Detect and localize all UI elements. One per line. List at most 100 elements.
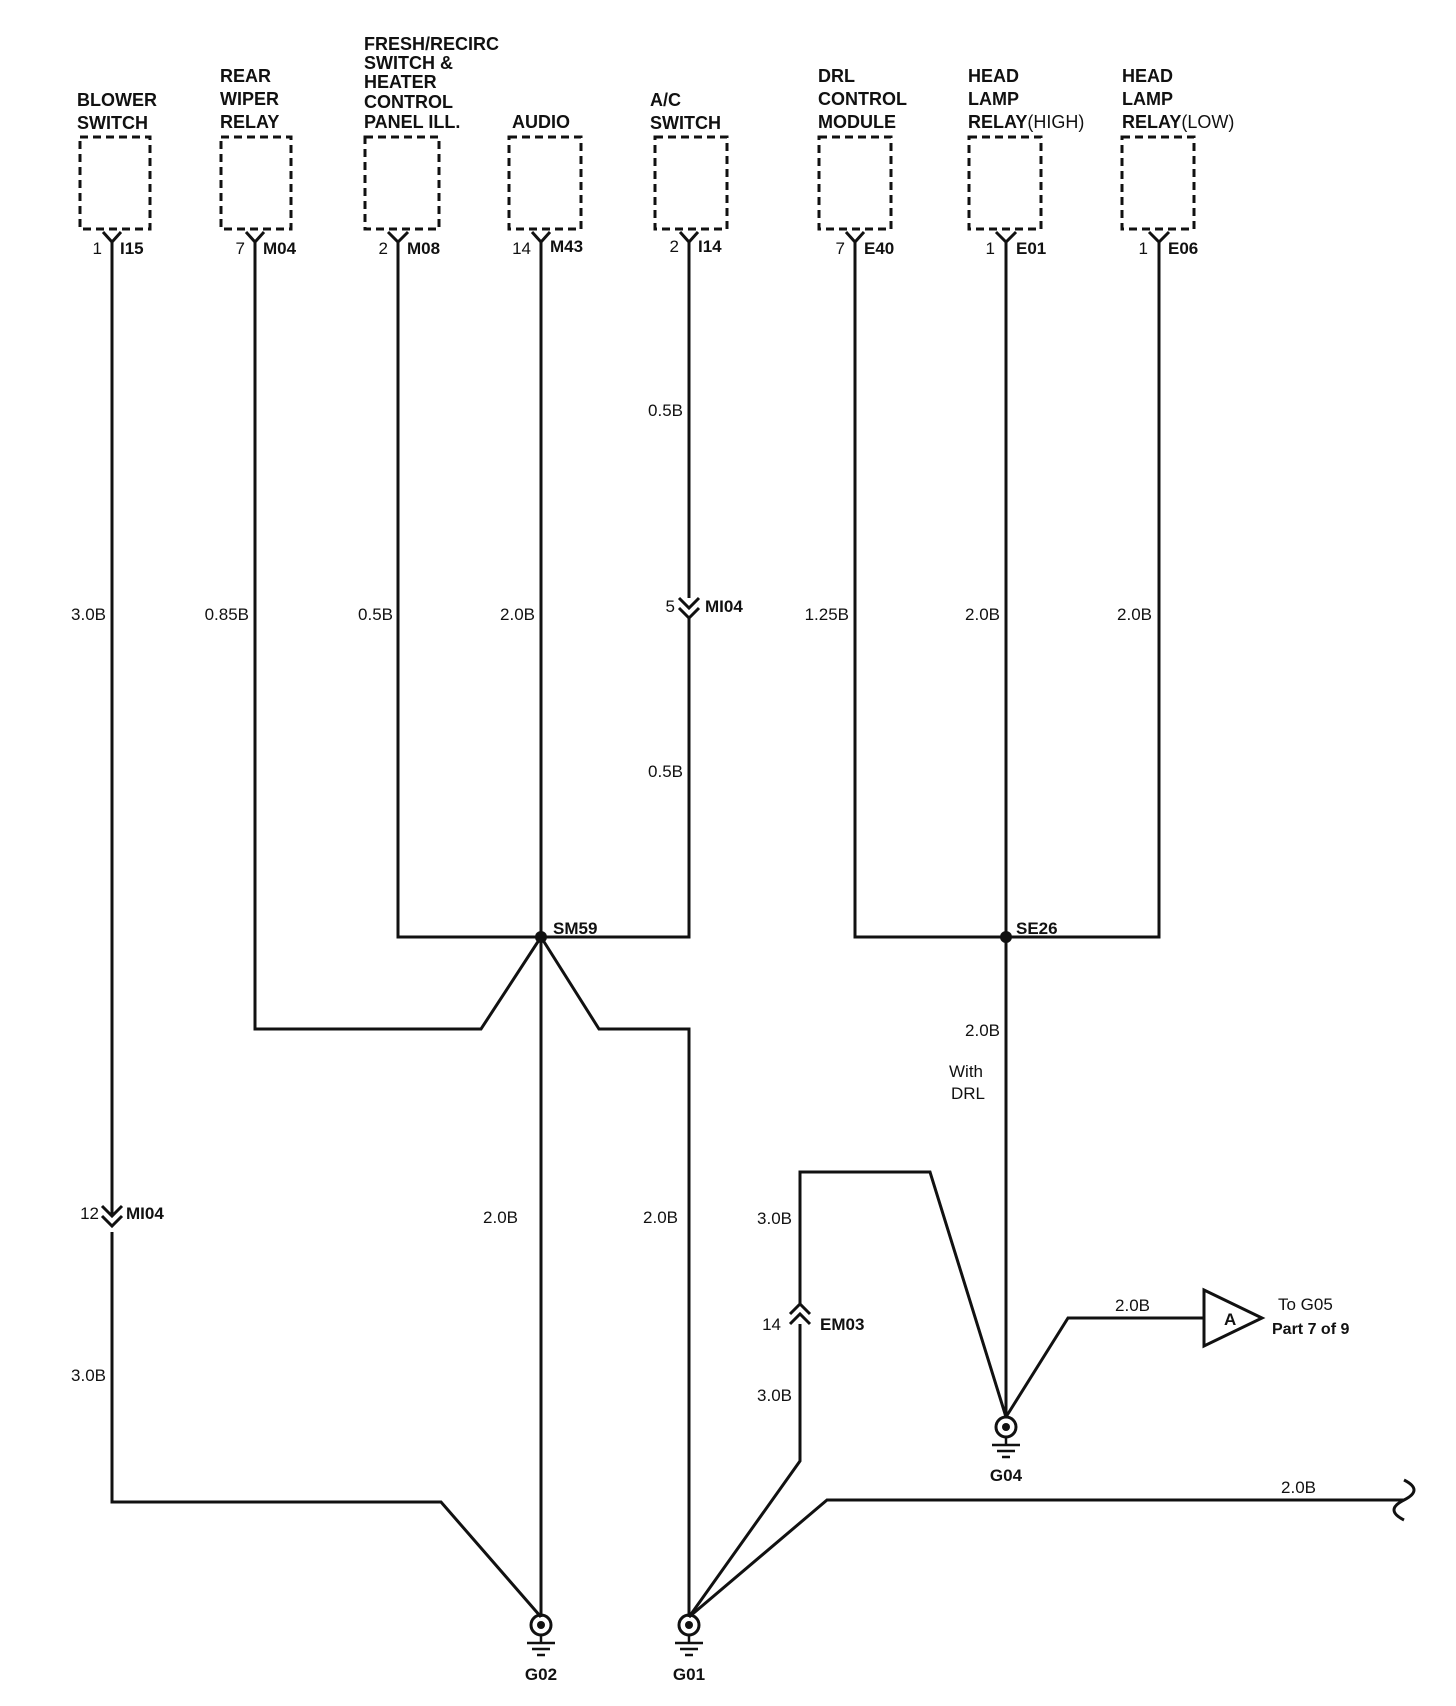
ground-g02 xyxy=(527,1613,555,1657)
svg-text:LAMP: LAMP xyxy=(1122,89,1173,109)
svg-text:With: With xyxy=(949,1062,983,1081)
svg-text:2.0B: 2.0B xyxy=(1281,1478,1316,1497)
audio-box xyxy=(507,135,583,231)
wire-sm59-to-g01 xyxy=(539,936,691,1617)
wire-g01-to-right xyxy=(688,1498,1404,1619)
svg-text:MI04: MI04 xyxy=(126,1204,164,1223)
svg-text:1: 1 xyxy=(93,239,102,258)
wire-fresh-recirc xyxy=(396,242,541,939)
inline-connector-em03 xyxy=(788,1301,812,1326)
svg-text:2.0B: 2.0B xyxy=(483,1208,518,1227)
svg-text:MODULE: MODULE xyxy=(818,112,896,132)
svg-text:WIPER: WIPER xyxy=(220,89,279,109)
wire-head-lamp-low xyxy=(1006,242,1161,939)
svg-text:M04: M04 xyxy=(263,239,297,258)
blower-switch-box xyxy=(78,135,152,231)
svg-text:3.0B: 3.0B xyxy=(757,1209,792,1228)
inline-connector-mi04-ac xyxy=(677,596,701,621)
blower-switch-label: BLOWER SWITCH xyxy=(77,90,157,133)
svg-text:2.0B: 2.0B xyxy=(643,1208,678,1227)
svg-text:SWITCH: SWITCH xyxy=(650,113,721,133)
svg-text:1: 1 xyxy=(986,239,995,258)
offpage-part-label: Part 7 of 9 xyxy=(1272,1321,1349,1338)
svg-text:1: 1 xyxy=(1139,239,1148,258)
svg-text:3.0B: 3.0B xyxy=(71,1366,106,1385)
ground-g02-label: G02 xyxy=(525,1665,557,1684)
with-drl-note: With DRL xyxy=(949,1062,985,1103)
audio-label: AUDIO xyxy=(512,112,570,132)
ac-switch-box xyxy=(653,135,729,231)
svg-text:0.5B: 0.5B xyxy=(358,605,393,624)
splice-sm59-label: SM59 xyxy=(553,919,597,938)
svg-text:HEAD: HEAD xyxy=(1122,66,1173,86)
svg-text:12: 12 xyxy=(80,1204,99,1223)
splice-se26-label: SE26 xyxy=(1016,919,1058,938)
svg-text:14: 14 xyxy=(762,1315,781,1334)
svg-text:I15: I15 xyxy=(120,239,144,258)
head-lamp-relay-low-box xyxy=(1120,135,1196,231)
wire-g04-to-offpage-a xyxy=(1004,1316,1204,1418)
svg-text:E40: E40 xyxy=(864,239,894,258)
wire-rear-wiper xyxy=(253,242,543,1031)
offpage-to-label: To G05 xyxy=(1278,1295,1333,1314)
svg-text:LAMP: LAMP xyxy=(968,89,1019,109)
wire-break-symbol xyxy=(1392,1478,1416,1522)
svg-text:A/C: A/C xyxy=(650,90,681,110)
drl-control-module-box xyxy=(817,135,893,231)
svg-text:2.0B: 2.0B xyxy=(965,1021,1000,1040)
splice-se26 xyxy=(1000,931,1012,943)
svg-text:7: 7 xyxy=(236,239,245,258)
svg-text:1.25B: 1.25B xyxy=(805,605,849,624)
ground-g01 xyxy=(675,1613,703,1657)
svg-text:2.0B: 2.0B xyxy=(965,605,1000,624)
connector-labels: 1 I15 7 M04 2 M08 14 M43 2 I14 7 E40 1 E… xyxy=(93,237,1199,258)
svg-text:2.0B: 2.0B xyxy=(500,605,535,624)
svg-text:EM03: EM03 xyxy=(820,1315,864,1334)
svg-text:0.85B: 0.85B xyxy=(205,605,249,624)
inline-connector-mi04-blower xyxy=(100,1204,124,1229)
svg-text:2: 2 xyxy=(379,239,388,258)
svg-text:I14: I14 xyxy=(698,237,722,256)
ground-g01-label: G01 xyxy=(673,1665,705,1684)
svg-text:REAR: REAR xyxy=(220,66,271,86)
wire-ac-switch xyxy=(541,242,691,939)
rear-wiper-relay-box xyxy=(219,135,293,231)
offpage-connector-a[interactable] xyxy=(1202,1287,1266,1349)
svg-text:2.0B: 2.0B xyxy=(1117,605,1152,624)
svg-text:M43: M43 xyxy=(550,237,583,256)
svg-text:2: 2 xyxy=(670,237,679,256)
ground-g04 xyxy=(992,1415,1020,1459)
head-lamp-relay-high-label: HEAD LAMP RELAY(HIGH) xyxy=(968,66,1084,132)
svg-text:CONTROL: CONTROL xyxy=(364,92,453,112)
svg-text:MI04: MI04 xyxy=(705,597,743,616)
svg-text:RELAY: RELAY xyxy=(220,112,279,132)
svg-text:3.0B: 3.0B xyxy=(71,605,106,624)
svg-text:5: 5 xyxy=(666,597,675,616)
head-lamp-relay-high-box xyxy=(967,135,1043,231)
svg-text:DRL: DRL xyxy=(951,1084,985,1103)
fresh-recirc-switch-box xyxy=(363,135,441,231)
rear-wiper-relay-label: REAR WIPER RELAY xyxy=(220,66,279,132)
svg-text:3.0B: 3.0B xyxy=(757,1386,792,1405)
svg-text:HEATER: HEATER xyxy=(364,72,437,92)
svg-text:PANEL ILL.: PANEL ILL. xyxy=(364,112,460,132)
wire-drl-module xyxy=(853,242,1006,939)
svg-text:BLOWER: BLOWER xyxy=(77,90,157,110)
svg-text:E06: E06 xyxy=(1168,239,1198,258)
ac-switch-label: A/C SWITCH xyxy=(650,90,721,133)
svg-text:RELAY(LOW): RELAY(LOW) xyxy=(1122,112,1234,132)
svg-text:HEAD: HEAD xyxy=(968,66,1019,86)
wire-g04-to-em03 xyxy=(798,1170,1008,1418)
svg-text:RELAY(HIGH): RELAY(HIGH) xyxy=(968,112,1084,132)
svg-text:0.5B: 0.5B xyxy=(648,401,683,420)
ground-g04-label: G04 xyxy=(990,1466,1023,1485)
drl-control-module-label: DRL CONTROL MODULE xyxy=(818,66,907,132)
splice-sm59 xyxy=(535,931,547,943)
fresh-recirc-switch-label: FRESH/RECIRC SWITCH & HEATER CONTROL PAN… xyxy=(364,34,499,132)
svg-text:0.5B: 0.5B xyxy=(648,762,683,781)
svg-text:7: 7 xyxy=(836,239,845,258)
offpage-connector-a-letter: A xyxy=(1224,1310,1236,1329)
wire-em03-to-g01 xyxy=(687,1324,802,1618)
svg-text:14: 14 xyxy=(512,239,531,258)
